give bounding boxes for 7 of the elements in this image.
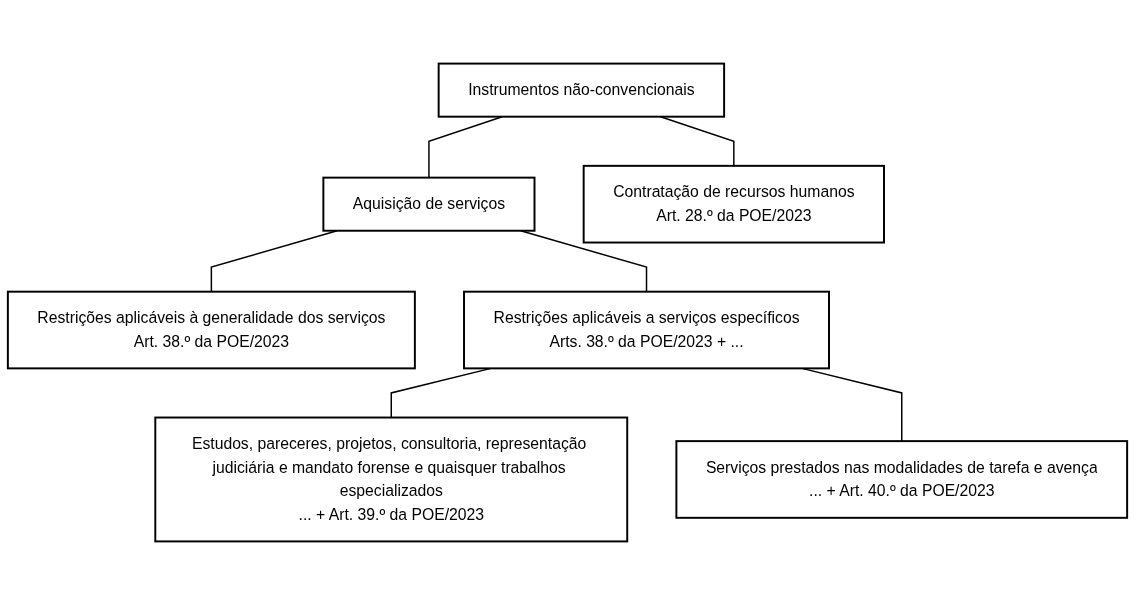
node-box: Contratação de recursos humanos Art. 28.º da POE/2023 — [582, 164, 885, 244]
node-box: Restrições aplicáveis à generalidade dos serviços Art. 38.º da POE/2023 — [6, 290, 416, 370]
node-box: Instrumentos não-convencionais — [437, 62, 726, 118]
node-box: Serviços prestados nas modalidades de tarefa e avença ... + Art. 40.º da POE/2023 — [675, 440, 1129, 519]
node-box: Estudos, pareceres, projetos, consultoria, representação judiciária e mandato forense e quaisquer trabalhos especializados ... + Art. 39.º da POE/2023 — [154, 416, 629, 543]
node-box: Aquisição de serviços — [322, 176, 536, 232]
node-box: Restrições aplicáveis a serviços específicos Arts. 38.º da POE/2023 + ... — [463, 290, 830, 370]
